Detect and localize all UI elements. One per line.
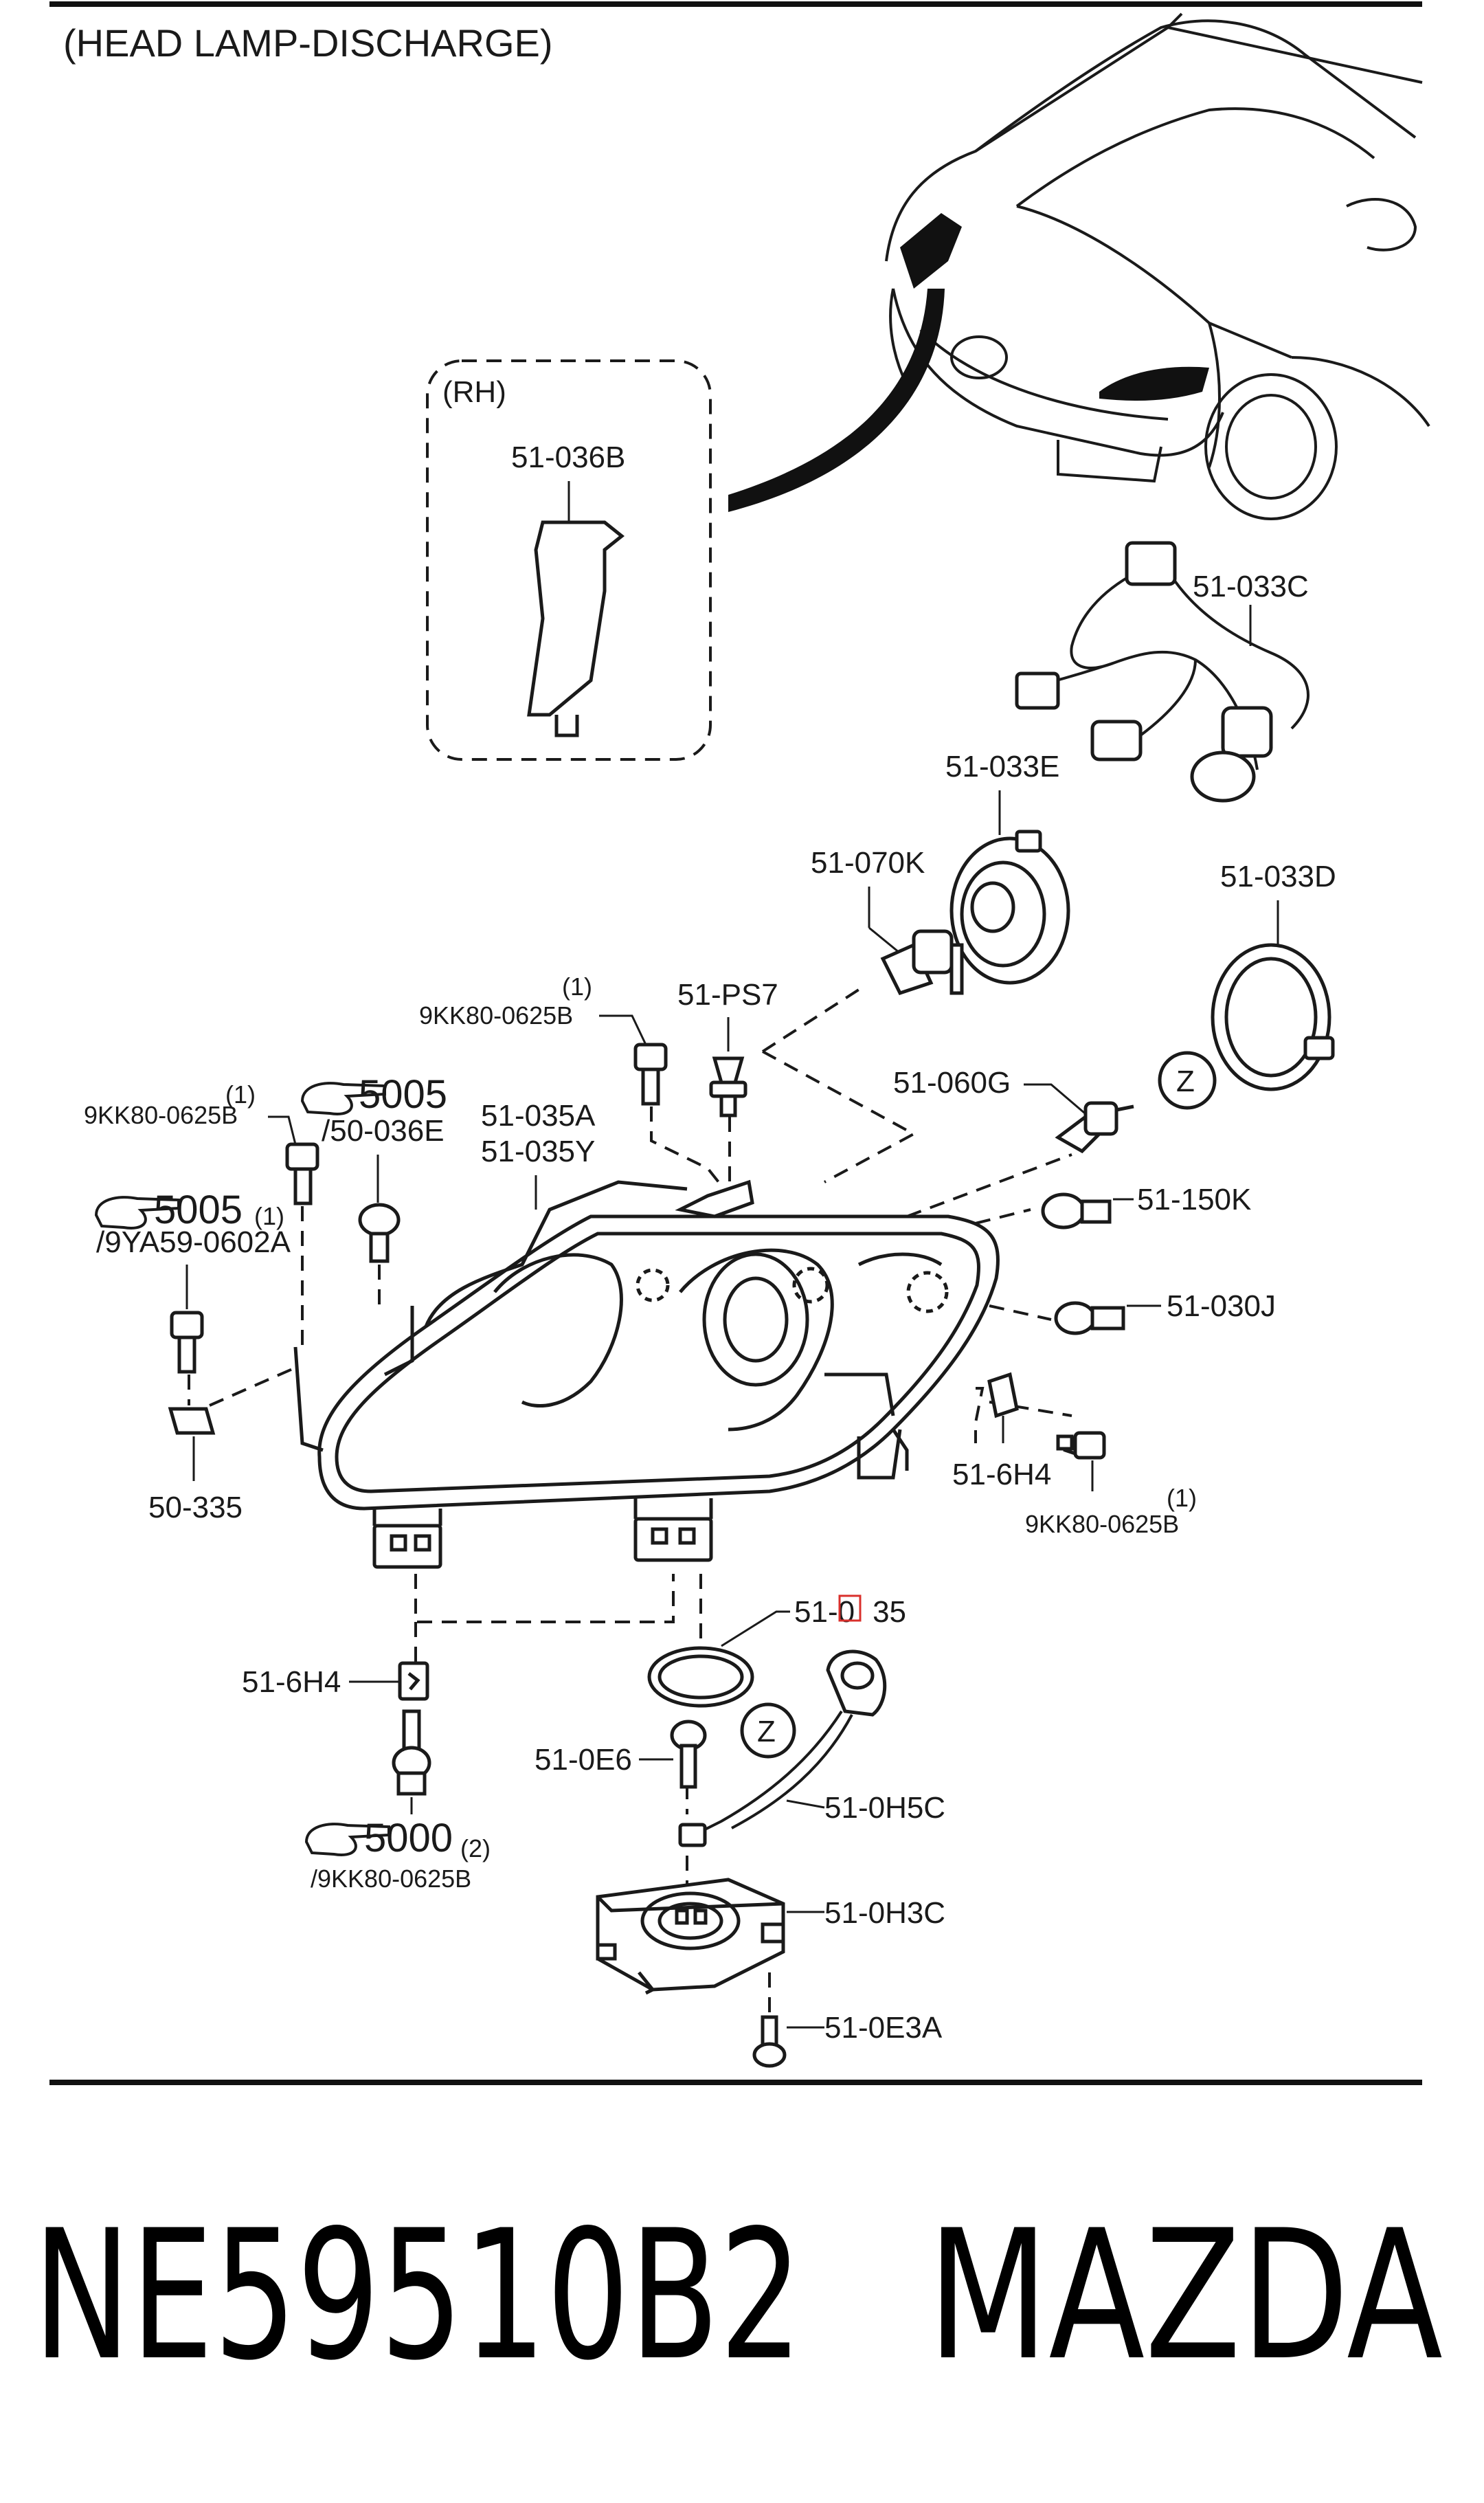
footer-brand: MAZDA [928, 2192, 1443, 2400]
label-51-070K: 51-070K [811, 846, 925, 880]
label-51-033E: 51-033E [945, 750, 1059, 783]
nut-50-335 [168, 1407, 216, 1435]
vehicle-illustration [728, 12, 1430, 520]
cap-51-033D [1211, 943, 1335, 1091]
rh-inset-box [426, 359, 712, 761]
detail-marker-z-b: Z [740, 1702, 796, 1759]
label-qty-c: (1) [254, 1202, 284, 1230]
label-51-0E6: 51-0E6 [535, 1743, 632, 1777]
label-ref-5000: 5000 [364, 1816, 453, 1860]
label-51-150K: 51-150K [1137, 1183, 1251, 1216]
highlighted-headlamp-left [900, 213, 962, 289]
label-51-PS7: 51-PS7 [677, 978, 778, 1012]
ballast-51-0H3C [596, 1878, 785, 1995]
highlight-box [838, 1594, 862, 1622]
label-9KK80-0625B-a: 9KK80-0625B [419, 1001, 573, 1030]
screw-9KK80-0625B-d [392, 1709, 431, 1796]
bulb-51-150K [1041, 1192, 1112, 1230]
label-qty-d: (1) [1167, 1484, 1197, 1512]
label-51-6H4-right: 51-6H4 [952, 1458, 1051, 1491]
label-51-033C: 51-033C [1193, 570, 1309, 603]
label-9KK80-0625B-d: /9KK80-0625B [311, 1865, 471, 1893]
bracket-51-036B [527, 520, 625, 717]
rh-inset: (RH) 51-036B [426, 359, 712, 761]
bulb-51-070K [880, 929, 964, 996]
label-9YA59-0602A: /9YA59-0602A [96, 1225, 291, 1259]
screw-9KK80-0625B-c [1056, 1431, 1106, 1460]
reference-5005-a: 5005 [300, 1072, 447, 1117]
nut-51-6H4-left [398, 1661, 429, 1701]
bulb-51-060G [1055, 1101, 1134, 1154]
label-z-b: Z [757, 1715, 776, 1748]
headlamp-assembly-51-035A [293, 1179, 1000, 1569]
pointing-hand-icon [300, 1082, 386, 1115]
clip-51-PS7 [709, 1056, 747, 1117]
label-qty-b: (1) [225, 1080, 256, 1109]
label-50-036E: /50-036E [322, 1114, 445, 1148]
igniter-51-0H5C [678, 1649, 887, 1847]
label-qty-a: (1) [562, 972, 592, 1001]
label-ref-5005-a: 5005 [359, 1072, 447, 1117]
assembly-leader-lines [188, 988, 1072, 2014]
pointing-hand-icon [94, 1196, 180, 1230]
label-51-035Y: 51-035Y [481, 1135, 595, 1168]
callout-sweep [728, 289, 945, 512]
o-ring-51-035 [647, 1646, 754, 1708]
label-51-033D: 51-033D [1220, 860, 1336, 893]
label-51-035A: 51-035A [481, 1099, 596, 1133]
label-qty-e: (2) [460, 1834, 491, 1862]
screw-9YA59-0602A [170, 1311, 204, 1374]
reference-5005-b: 5005 [94, 1188, 243, 1232]
screw-9KK80-0625B-a [633, 1043, 668, 1106]
label-51-6H4-left: 51-6H4 [242, 1665, 341, 1699]
label-z-a: Z [1176, 1065, 1195, 1098]
label-50-335: 50-335 [148, 1491, 243, 1524]
clip-50-036E [358, 1203, 401, 1263]
label-51-0H3C: 51-0H3C [824, 1896, 945, 1930]
label-51-0H5C: 51-0H5C [824, 1791, 945, 1825]
highlighted-headlamp-right [1099, 366, 1209, 401]
footer-part-number: NE59510B2 [33, 2192, 802, 2400]
label-9KK80-0625B-c: 9KK80-0625B [1025, 1510, 1179, 1538]
screw-9KK80-0625B-b [285, 1142, 319, 1205]
label-51-0E3A: 51-0E3A [824, 2011, 943, 2045]
rh-label: (RH) [442, 375, 506, 409]
label-51-060G: 51-060G [893, 1066, 1011, 1100]
detail-marker-z-a: Z [1158, 1051, 1217, 1110]
diagram-title: (HEAD LAMP-DISCHARGE) [63, 21, 553, 65]
screw-51-0E3A [752, 2015, 787, 2068]
label-51-036B: 51-036B [511, 441, 625, 474]
nut-51-6H4-right [987, 1372, 1019, 1419]
label-51-030J: 51-030J [1167, 1289, 1276, 1323]
label-ref-5005-b: 5005 [154, 1188, 243, 1232]
cap-51-033E [949, 830, 1070, 985]
screw-51-0E6 [670, 1720, 707, 1789]
label-9KK80-0625B-b: 9KK80-0625B [84, 1101, 238, 1129]
reference-5000: 5000 [304, 1816, 453, 1860]
harness-51-033C: 51-033C [1015, 541, 1309, 803]
bulb-51-030J [1054, 1301, 1125, 1335]
pointing-hand-icon [304, 1823, 390, 1856]
